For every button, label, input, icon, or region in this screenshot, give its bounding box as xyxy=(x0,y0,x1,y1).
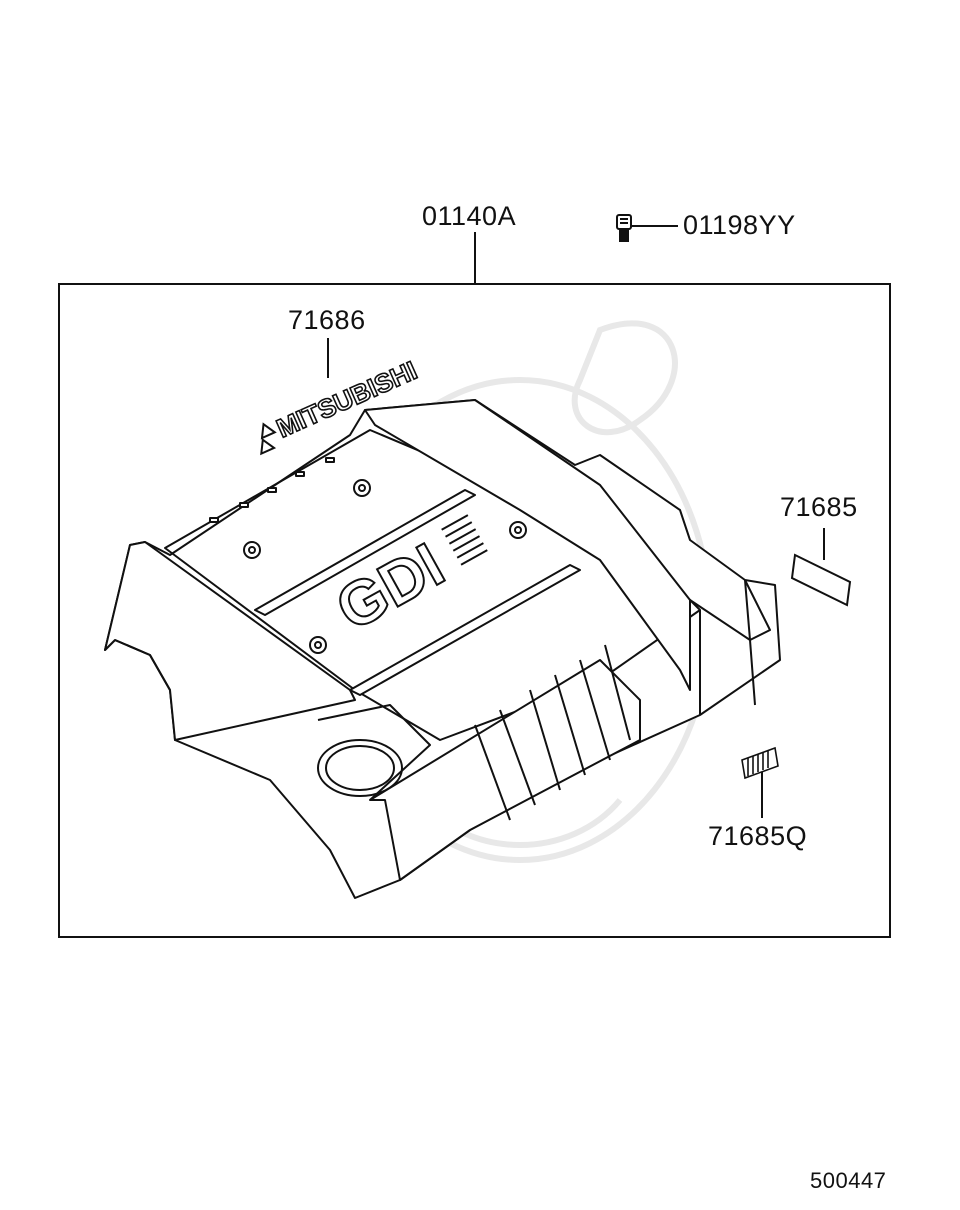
screw-part-number: 01198YY xyxy=(683,210,796,240)
figure-number: 500447 xyxy=(810,1168,887,1193)
assembly-part-number: 01140A xyxy=(422,201,517,231)
plain-label-part-number: 71685 xyxy=(780,492,858,522)
engine-cover xyxy=(104,399,781,899)
plain-label-part xyxy=(790,528,852,607)
assembly-frame xyxy=(58,283,891,938)
screw-icon xyxy=(616,214,678,242)
hatched-label-part xyxy=(741,746,779,818)
emblem-part-number: 71686 xyxy=(288,305,366,335)
hatched-label-part-number: 71685Q xyxy=(708,821,808,851)
